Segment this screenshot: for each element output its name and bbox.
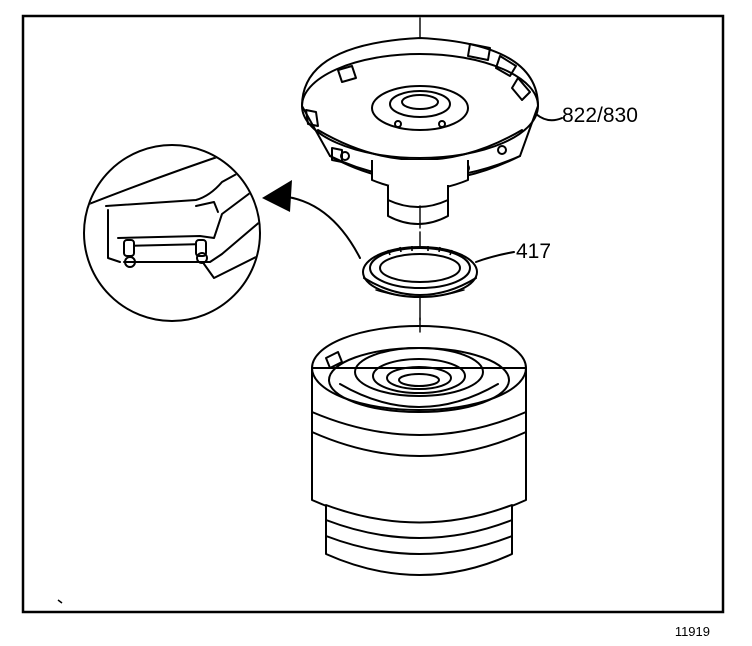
callout-417: 417 [516, 240, 551, 263]
seal-417 [362, 231, 478, 321]
stray-mark [57, 599, 63, 604]
leader-line-417 [475, 251, 515, 263]
upper-housing-822-830 [301, 17, 539, 229]
lower-drum-housing [311, 317, 527, 576]
figure-number: 11919 [675, 624, 710, 639]
diagram-frame [21, 14, 725, 614]
detail-arrow [262, 180, 361, 259]
seal-cross-section-detail [83, 144, 261, 322]
callout-822-830: 822/830 [562, 104, 638, 127]
leader-line-822-830 [535, 113, 563, 122]
